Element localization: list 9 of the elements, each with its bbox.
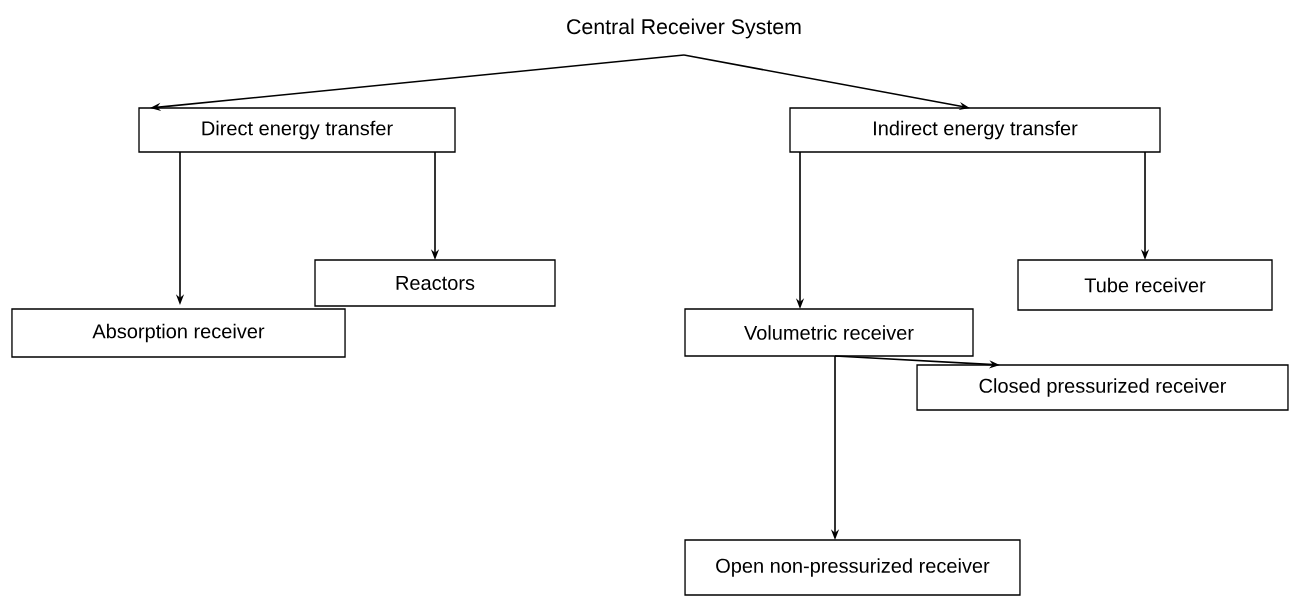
- process-box: Indirect energy transfer: [789, 107, 1161, 153]
- process-box: Volumetric receiver: [684, 308, 974, 357]
- process-box: Closed pressurized receiver: [916, 364, 1289, 411]
- process-box: Open non-pressurized receiver: [684, 539, 1021, 596]
- process-box: Direct energy transfer: [138, 107, 456, 153]
- process-box: Reactors: [314, 259, 556, 307]
- process-box: Absorption receiver: [11, 308, 346, 358]
- title-text: Central Receiver System: [567, 18, 801, 39]
- process-box: Tube receiver: [1017, 259, 1273, 311]
